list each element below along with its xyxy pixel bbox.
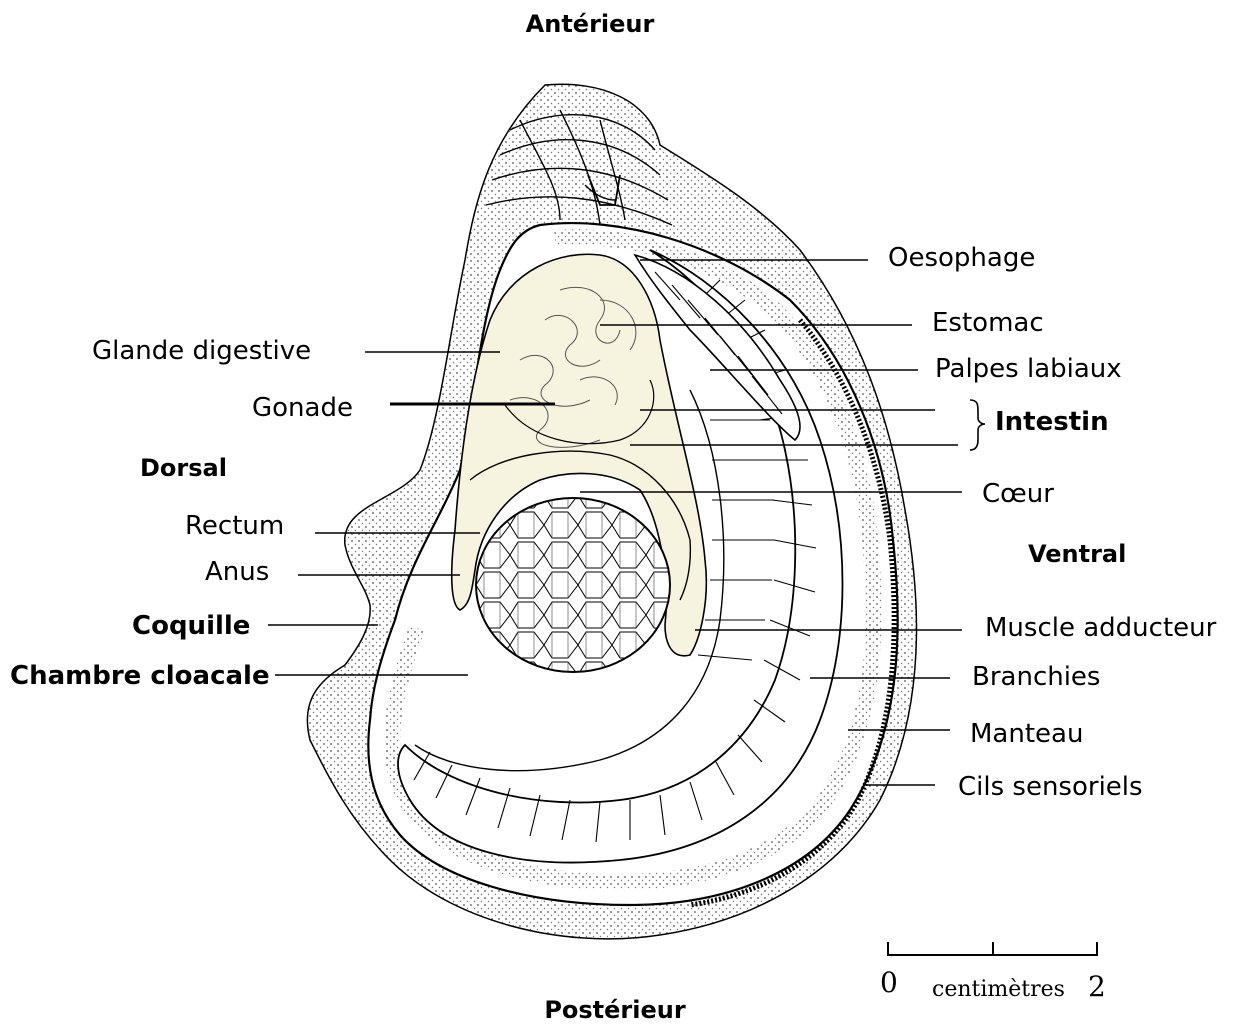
label-chambre-cloacale: Chambre cloacale xyxy=(10,661,270,691)
label-branchies: Branchies xyxy=(972,662,1100,692)
scale-bar-unit: centimètres xyxy=(932,977,1065,1002)
label-manteau: Manteau xyxy=(970,719,1083,749)
label-gonade: Gonade xyxy=(252,393,353,423)
label-coquille: Coquille xyxy=(132,611,250,641)
scale-bar-start: 0 xyxy=(880,966,898,999)
label-glande-digestive: Glande digestive xyxy=(92,336,311,366)
orientation-anterior: Antérieur xyxy=(526,10,655,38)
label-oesophage: Oesophage xyxy=(888,243,1035,273)
label-muscle-adducteur: Muscle adducteur xyxy=(985,613,1217,643)
label-rectum: Rectum xyxy=(185,511,284,541)
orientation-ventral: Ventral xyxy=(1028,540,1126,568)
label-palpes-labiaux: Palpes labiaux xyxy=(935,354,1122,384)
orientation-posterior: Postérieur xyxy=(544,996,686,1024)
label-coeur: Cœur xyxy=(982,479,1054,509)
label-anus: Anus xyxy=(205,557,269,587)
label-estomac: Estomac xyxy=(932,308,1044,338)
scale-bar-end: 2 xyxy=(1088,970,1106,1003)
intestin-brace xyxy=(970,400,985,450)
label-intestin: Intestin xyxy=(995,407,1109,437)
orientation-dorsal: Dorsal xyxy=(140,454,227,482)
scale-bar: 0 centimètres 2 xyxy=(880,942,1106,1003)
label-cils-sensoriels: Cils sensoriels xyxy=(958,772,1143,802)
